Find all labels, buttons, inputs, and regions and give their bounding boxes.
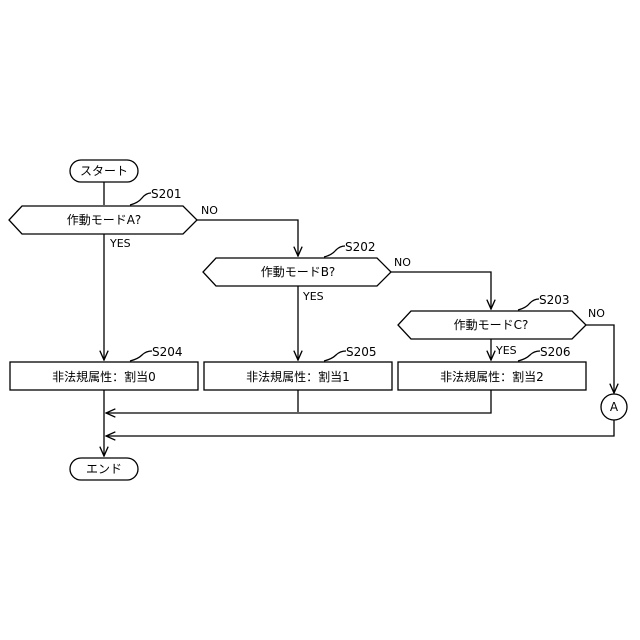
process-s205-text: 非法規属性：割当1: [246, 369, 350, 384]
d2-yes-label: YES: [302, 290, 324, 303]
end-label: エンド: [86, 462, 122, 476]
process-s206-text: 非法規属性：割当2: [440, 369, 544, 384]
step-label-s201: S201: [151, 187, 182, 201]
leader-s206: [518, 351, 540, 361]
step-label-s202: S202: [345, 240, 376, 254]
step-label-s203: S203: [539, 293, 570, 307]
decision-s202-text: 作動モードB?: [261, 265, 336, 279]
d2-no-label: NO: [394, 256, 411, 269]
connector-d3-no: [586, 325, 614, 393]
leader-s202: [324, 246, 345, 257]
leader-s201: [130, 193, 151, 205]
connector-d1-no: [197, 220, 298, 256]
leader-s203: [518, 299, 539, 310]
start-label: スタート: [80, 164, 128, 178]
connector-d2-no: [391, 272, 491, 309]
step-label-s206: S206: [540, 345, 571, 359]
process-s204-text: 非法規属性：割当0: [52, 369, 156, 384]
decision-s203-text: 作動モードC?: [454, 318, 529, 332]
connector-a-merge: [106, 420, 614, 436]
step-label-s205: S205: [346, 345, 377, 359]
d1-yes-label: YES: [109, 237, 131, 250]
step-label-s204: S204: [152, 345, 183, 359]
decision-s201-text: 作動モードA?: [67, 213, 142, 227]
leader-s205: [324, 351, 346, 361]
d3-no-label: NO: [588, 307, 605, 320]
d3-yes-label: YES: [495, 344, 517, 357]
d1-no-label: NO: [201, 204, 218, 217]
leader-s204: [130, 351, 152, 361]
offpage-connector-a-label: A: [610, 400, 619, 414]
